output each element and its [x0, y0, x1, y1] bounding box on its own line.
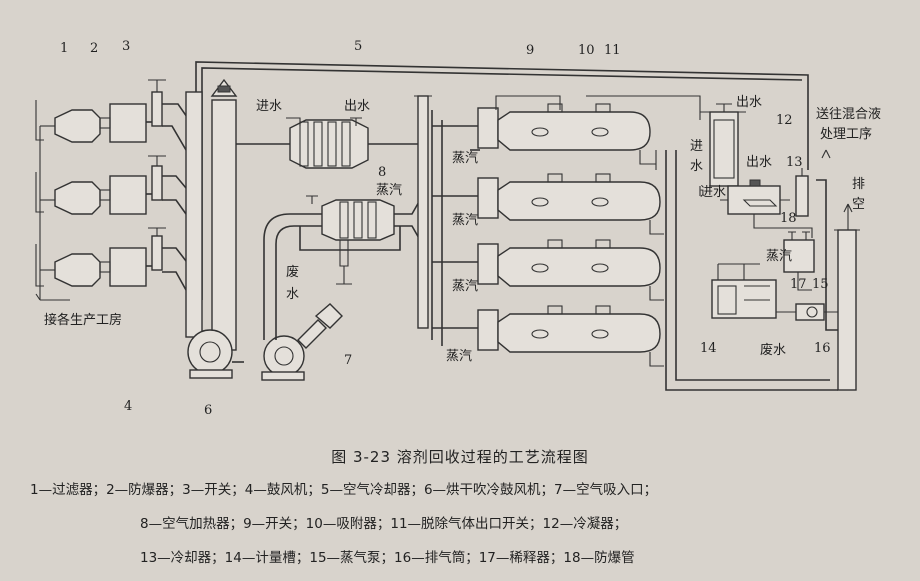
blower-4 [187, 329, 244, 379]
label-3: 3 [122, 39, 130, 54]
vent-stack-16 [816, 179, 860, 391]
label-water-out-condenser: 出水 [736, 95, 762, 110]
label-11: 11 [604, 43, 621, 58]
adsorber-row-3 [432, 239, 664, 301]
label-15: 15 [812, 277, 829, 292]
cooler-13 [720, 179, 813, 238]
figure-caption: 图 3-23 溶剂回收过程的工艺流程图 [331, 448, 589, 466]
label-steam-row-2: 蒸汽 [452, 213, 478, 228]
label-8: 8 [378, 165, 386, 180]
workshop-connection-line [39, 126, 70, 301]
label-steam-heater: 蒸汽 [376, 183, 402, 198]
label-water-out-cooler-13: 出水 [746, 155, 772, 170]
label-waste-water-1: 废 [286, 264, 299, 280]
label-9: 9 [526, 43, 534, 58]
filter-row-1 [35, 79, 197, 151]
label-7: 7 [344, 353, 352, 368]
air-heater-8 [263, 195, 421, 340]
legend-line-3: 13—冷却器；14—计量槽；15—蒸气泵；16—排气筒；17—稀释器；18—防爆… [140, 550, 635, 566]
label-steam-diluter: 蒸汽 [766, 249, 792, 264]
metering-tank-14 [711, 263, 777, 319]
process-flow-diagram: 1 2 3 4 5 6 7 8 9 10 11 12 13 14 15 16 1… [35, 39, 881, 418]
main-collector-column [185, 78, 238, 351]
diluter-17 [783, 231, 815, 291]
legend-line-2: 8—空气加热器；9—开关；10—吸附器；11—脱除气体出口开关；12—冷凝器； [140, 516, 628, 532]
label-steam-row-1: 蒸汽 [452, 151, 478, 166]
label-vent-2: 空 [852, 197, 865, 212]
adsorber-row-4 [432, 305, 664, 367]
air-cooler-5 [236, 117, 420, 169]
label-to-mixing-2: 处理工序 [820, 127, 872, 142]
adsorber-row-2 [432, 173, 664, 235]
label-waste-water-right: 废水 [760, 342, 786, 358]
label-water-in-cooler: 进水 [256, 99, 282, 114]
filter-row-2 [35, 155, 197, 215]
label-waste-water-2: 水 [286, 287, 299, 302]
legend-line-1: 1—过滤器；2—防爆器；3—开关；4—鼓风机；5—空气冷却器；6—烘干吹冷鼓风机… [30, 482, 658, 498]
label-18: 18 [780, 211, 797, 226]
label-14: 14 [700, 341, 717, 356]
label-steam-row-3: 蒸汽 [452, 279, 478, 294]
label-water-out-cooler: 出水 [344, 99, 370, 114]
label-vent-1: 排 [852, 177, 865, 192]
filter-row-3 [35, 227, 197, 291]
label-1: 1 [60, 41, 68, 56]
steam-pump-15 [776, 303, 840, 321]
label-steam-bottom: 蒸汽 [446, 349, 472, 364]
flow-arrows [35, 149, 853, 301]
condenser-12 [699, 103, 749, 196]
drying-blower-6 [261, 303, 343, 381]
label-4: 4 [124, 399, 132, 414]
label-inlet-v1: 进 [690, 139, 703, 154]
label-10: 10 [578, 43, 595, 58]
explosion-pipe-18 [795, 168, 809, 217]
label-workshops: 接各生产工房 [44, 312, 122, 328]
label-12: 12 [776, 113, 793, 128]
label-5: 5 [354, 39, 362, 54]
label-inlet-v2: 水 [690, 159, 703, 174]
label-6: 6 [204, 403, 212, 418]
label-13: 13 [786, 155, 803, 170]
label-17: 17 [790, 277, 807, 292]
steam-header [414, 95, 443, 346]
adsorber-row-1 [432, 103, 657, 170]
label-water-in-cooler-13: 进水 [700, 185, 726, 200]
label-16: 16 [814, 341, 831, 356]
label-to-mixing-1: 送往混合液 [816, 107, 881, 122]
label-2: 2 [90, 41, 98, 56]
